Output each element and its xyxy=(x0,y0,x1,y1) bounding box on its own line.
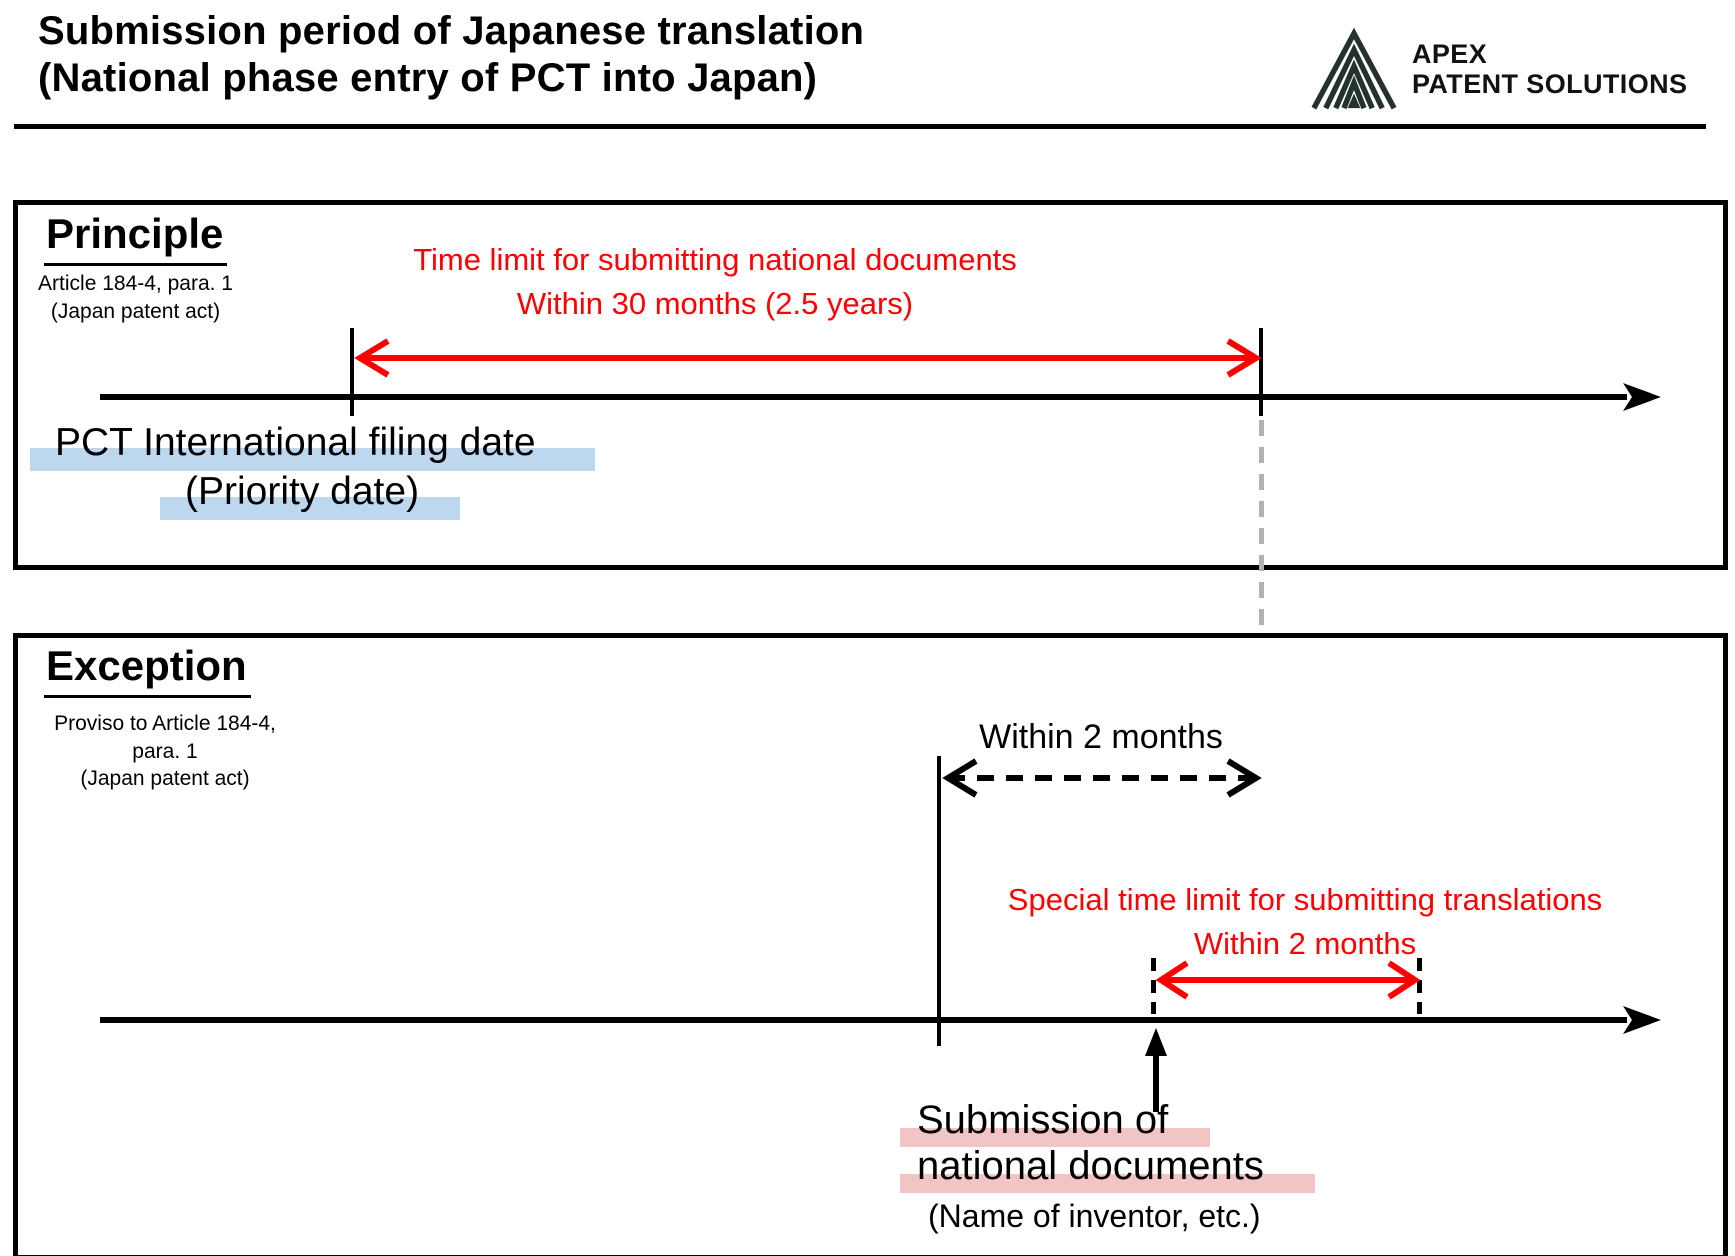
principle-heading: Principle xyxy=(44,210,228,266)
exception-timeline-axis xyxy=(95,1001,1675,1039)
page-title: Submission period of Japanese translatio… xyxy=(38,8,864,102)
exception-heading-wrap: Exception xyxy=(44,642,251,698)
priority-date-highlight-bar xyxy=(160,497,460,520)
deadline-30-months-tick xyxy=(1259,328,1263,416)
page-title-line1: Submission period of Japanese translatio… xyxy=(38,9,865,53)
statute-ref-line2: (Japan patent act) xyxy=(50,299,221,323)
translation-period-arrow-icon xyxy=(1153,960,1423,1000)
filing-date-tick xyxy=(350,328,354,416)
statute-ref-line1: Article 184-4, para. 1 xyxy=(38,272,233,295)
company-logo: APEX PATENT SOLUTIONS xyxy=(1308,27,1687,110)
principle-heading-wrap: Principle xyxy=(44,210,228,266)
submission-highlight-bar2 xyxy=(900,1174,1315,1193)
time-limit-line2: Within 30 months (2.5 years) xyxy=(516,286,914,322)
page-title-line2: (National phase entry of PCT into Japan) xyxy=(38,56,818,101)
statute-ref-line1: Proviso to Article 184-4, para. 1 xyxy=(54,712,276,763)
submission-event-line xyxy=(937,756,941,1046)
translation-period-start-tick xyxy=(1151,958,1156,1014)
time-limit-line1: Time limit for submitting national docum… xyxy=(413,242,1017,277)
submission-highlight-bar1 xyxy=(900,1128,1210,1147)
two-month-window-label: Within 2 months xyxy=(979,718,1223,756)
special-time-limit-line2: Within 2 months xyxy=(1193,926,1417,962)
exception-panel xyxy=(13,633,1728,1256)
logo-wordmark: APEX PATENT SOLUTIONS xyxy=(1412,39,1687,99)
exception-statute-ref: Proviso to Article 184-4, para. 1 (Japan… xyxy=(30,710,300,793)
principle-statute-ref: Article 184-4, para. 1 (Japan patent act… xyxy=(28,270,243,325)
special-time-limit-label: Special time limit for submitting transl… xyxy=(950,878,1660,966)
submission-label-line2: national documents xyxy=(917,1144,1264,1188)
logo-name2: PATENT SOLUTIONS xyxy=(1412,69,1688,99)
filing-date-label-line1: PCT International filing date xyxy=(55,421,536,464)
filing-date-label-line2: (Priority date) xyxy=(185,470,420,513)
logo-name: APEX xyxy=(1412,38,1488,69)
principle-timeline-axis xyxy=(95,378,1675,416)
submission-label-line3: (Name of inventor, etc.) xyxy=(928,1198,1261,1234)
thirty-month-period-arrow-icon xyxy=(352,338,1264,378)
submission-pointer-arrow-icon xyxy=(1136,1026,1176,1114)
filing-date-highlight-bar xyxy=(30,448,595,471)
special-time-limit-line1: Special time limit for submitting transl… xyxy=(1007,882,1603,917)
exception-heading: Exception xyxy=(44,642,251,698)
translation-period-end-tick xyxy=(1417,958,1422,1014)
logo-triangle-icon xyxy=(1308,27,1400,110)
submission-label-line1: Submission of xyxy=(917,1098,1169,1142)
two-month-dashed-arrow-icon xyxy=(938,758,1266,798)
time-limit-label: Time limit for submitting national docum… xyxy=(385,238,1045,326)
statute-ref-line2: (Japan patent act) xyxy=(80,767,250,791)
header-divider-rule xyxy=(14,124,1706,129)
